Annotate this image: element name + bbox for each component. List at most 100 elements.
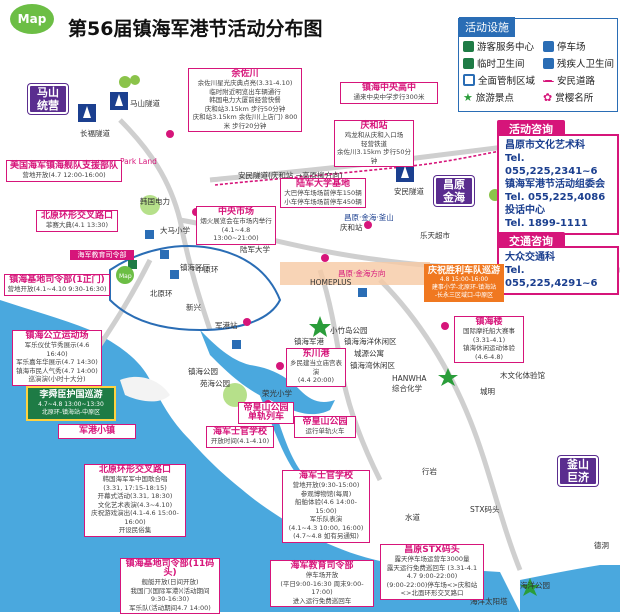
- map-label: 新兴: [186, 303, 201, 312]
- page-title: 第56届镇海军港节活动分布图: [68, 18, 323, 40]
- legend-item-cherry: ✿赏樱名所: [543, 90, 594, 105]
- map-label: 安民隧道(庆和站 →高原柳方向): [238, 171, 343, 180]
- map-label: 海洋太阳塔: [470, 597, 508, 606]
- place-navy-school: 海军士官学校营地开放(9:30-15:00) 参观博物馆(每周) 船舶体验(4.…: [282, 470, 370, 543]
- legend-item-parking: 停车场: [543, 39, 586, 53]
- place-stx: 昌原STX码头露天停车场运营车3000量 露天运行免费巡回车 (3.31-4.1…: [380, 544, 484, 600]
- traffic-consult-box: 大众交通科 Tel. 055,225,4291~6: [497, 246, 619, 295]
- info-icon: [463, 40, 474, 52]
- map-label: 荣光小学: [262, 389, 292, 398]
- map-label: 长福隧道: [80, 129, 110, 138]
- map-label: 北原环: [150, 289, 173, 298]
- place-base-gate: 镇海基地司令部(1正门)营地开放(4.1~4.10 9:30-16:30): [4, 274, 110, 296]
- place-yuzuochuan: 余佐川余佐川星光庆典点亮(3.31-4.10) 临时附近明览出车辆通行 韩国电力…: [188, 68, 302, 132]
- contact-line: Tel. 055,225,4291~6: [505, 265, 598, 289]
- traffic-consult-head: 交通咨询: [497, 232, 565, 250]
- map-label: 镇海军港: [294, 337, 324, 346]
- sea-east: [520, 565, 620, 612]
- legend-item-info: 游客服务中心: [463, 39, 534, 53]
- map-label: 城源公寓: [354, 349, 384, 358]
- map-label: 庆和站: [340, 223, 363, 232]
- activity-consult-box: 昌原市文化艺术科 Tel. 055,225,2341~6 镇海军港节活动组委会 …: [497, 134, 619, 235]
- activity-consult-head: 活动咨询: [497, 120, 565, 138]
- map-label-red: 海军教育司令部: [70, 250, 134, 260]
- place-beiyuan-2: 北原环形交叉路口韩国海军军中国歌合唱 (3.31, 17:15-18:15) 开…: [84, 464, 186, 537]
- map-label: 木文化体验馆: [500, 371, 545, 380]
- place-dongchuan: 东川港乡民建当立庙宫表演 (4.4 20:00): [286, 348, 346, 387]
- temp-toilet-icon: [463, 57, 474, 69]
- place-luzhu: 陆军大学基地大巴停车场场前停车150辆 小车停车场场前停车450辆: [280, 178, 366, 208]
- legend: 活动设施 游客服务中心 停车场 临时卫生间 残疾人卫生间 全面管制区域 安民道路…: [458, 17, 618, 112]
- legend-title: 活动设施: [459, 17, 515, 37]
- legend-item-control: 全面管制区域: [463, 73, 535, 87]
- map-label: 水道: [405, 513, 420, 522]
- contact-line: 镇海军港节活动组委会: [505, 179, 605, 190]
- contact-line: Tel. 055,225,2341~6: [505, 153, 598, 177]
- park-area: [140, 195, 160, 215]
- map-label: 陆军大学: [240, 245, 270, 254]
- map-label: 中原环: [196, 265, 219, 274]
- place-park: 镇海公立运动场军乐仪仗节秀展示(4.6 16:40) 军乐嘉年华展示(4.7 1…: [12, 330, 102, 386]
- region-mashan: 马山 统营: [28, 84, 68, 114]
- cherry-icon: ✿: [543, 90, 553, 104]
- map-label: 海洋公园: [520, 581, 550, 590]
- legend-item-temp-toilet: 临时卫生间: [463, 56, 525, 70]
- map-label: 行岩: [422, 467, 437, 476]
- legend-item-accessible-toilet: 残疾人卫生间: [543, 56, 614, 70]
- place-navy-academy: 海军士官学校开放时间(4.1-4.10): [206, 426, 274, 448]
- contact-line: 大众交通科: [505, 252, 555, 263]
- map-label: 镇海湾休闲区: [350, 361, 395, 370]
- place-jiwang: 帝皇山公园运行单轨火车: [294, 416, 356, 438]
- region-busan-geoje: 釜山 巨济: [558, 456, 598, 486]
- map-label: Park Land: [120, 157, 157, 166]
- place-jiwang-rail: 帝皇山公园 单轨列车: [238, 402, 294, 424]
- parade-route: [280, 262, 430, 285]
- legend-item-road: 安民道路: [543, 73, 595, 87]
- contact-line: Tel. 055,225,4086: [505, 192, 606, 203]
- map-label: 德洞: [594, 541, 609, 550]
- map-label: 镇海公园: [188, 367, 218, 376]
- svg-text:Map: Map: [119, 273, 132, 280]
- map-label: HANWHA 综合化学: [392, 374, 427, 393]
- place-zhongyuan: 中央市场烟火展览会在市场内举行 (4.1~4.8 13:00~21:00): [196, 206, 276, 245]
- legend-item-star: ★旅游景点: [463, 90, 514, 105]
- island: [120, 376, 170, 402]
- place-base-11: 镇海基地司令部(11码头)舰艇开放(日间开放) 我国门(国际军港)(活动期间9:…: [120, 558, 220, 614]
- map-label: 城明: [480, 387, 495, 396]
- contact-line: 昌原市文化艺术科: [505, 140, 585, 151]
- contact-line: 投话中心: [505, 205, 545, 216]
- control-zone-icon: [463, 74, 475, 86]
- map-label: HOMEPLUS: [310, 278, 352, 287]
- tunnel-icons: [78, 92, 414, 182]
- place-us-navy: 美国海军镇海舰队支援部队营地开放(4.7 12:00-16:00): [6, 160, 122, 182]
- map-label: 安民隧道: [394, 187, 424, 196]
- place-edu-cmd: 海军教育司令部停车场开放 (平日9:00-16:30 周末9:00-17:00)…: [270, 560, 374, 607]
- map-label: 军港站: [215, 321, 238, 330]
- map-label: 苑海公园: [200, 379, 230, 388]
- region-changwon-gimhae: 昌原 金海: [434, 176, 474, 206]
- contact-line: Tel. 1899-1111: [505, 218, 588, 229]
- map-label: 大马小学: [160, 226, 190, 235]
- place-zhenhai-high: 镇海中央高中通来中央中学步行300米: [340, 82, 438, 104]
- park-area-2: [223, 383, 247, 407]
- map-label: 韩国电力: [140, 197, 170, 206]
- map-label: 昌原·金海·釜山: [344, 213, 394, 222]
- place-beiyuan: 北原环形交叉路口菲赛大典(4.1 13:30): [36, 210, 118, 232]
- map-pin: [116, 266, 134, 284]
- star-icon: ★: [463, 90, 473, 104]
- bay-inner: [200, 330, 335, 415]
- navy-town-label: 军港小镇: [58, 424, 136, 439]
- place-zhenhailou: 镇海楼国际摩托船大赛事(3.31-4.1) 镇海休闲运动体验(4.6-4.8): [454, 316, 524, 363]
- control-zone-outline: [109, 245, 282, 332]
- place-qinghe: 庆和站鸡龙和从庆和入口场 轻营铁道 余佐川3.15km 步行50分钟: [334, 120, 414, 167]
- anmin-road-line: [214, 147, 521, 186]
- accessible-toilet-icon: [543, 57, 554, 69]
- map-label: 小竹岛公园: [330, 326, 368, 335]
- parking-icon: [543, 40, 554, 52]
- map-label: 镇海海洋休闲区: [344, 337, 397, 346]
- map-label: 镇海区厅: [180, 263, 210, 272]
- map-label: 昌原·金海方向: [338, 269, 386, 278]
- map-label: 马山隧道: [130, 99, 160, 108]
- map-label: STX码头: [470, 505, 500, 514]
